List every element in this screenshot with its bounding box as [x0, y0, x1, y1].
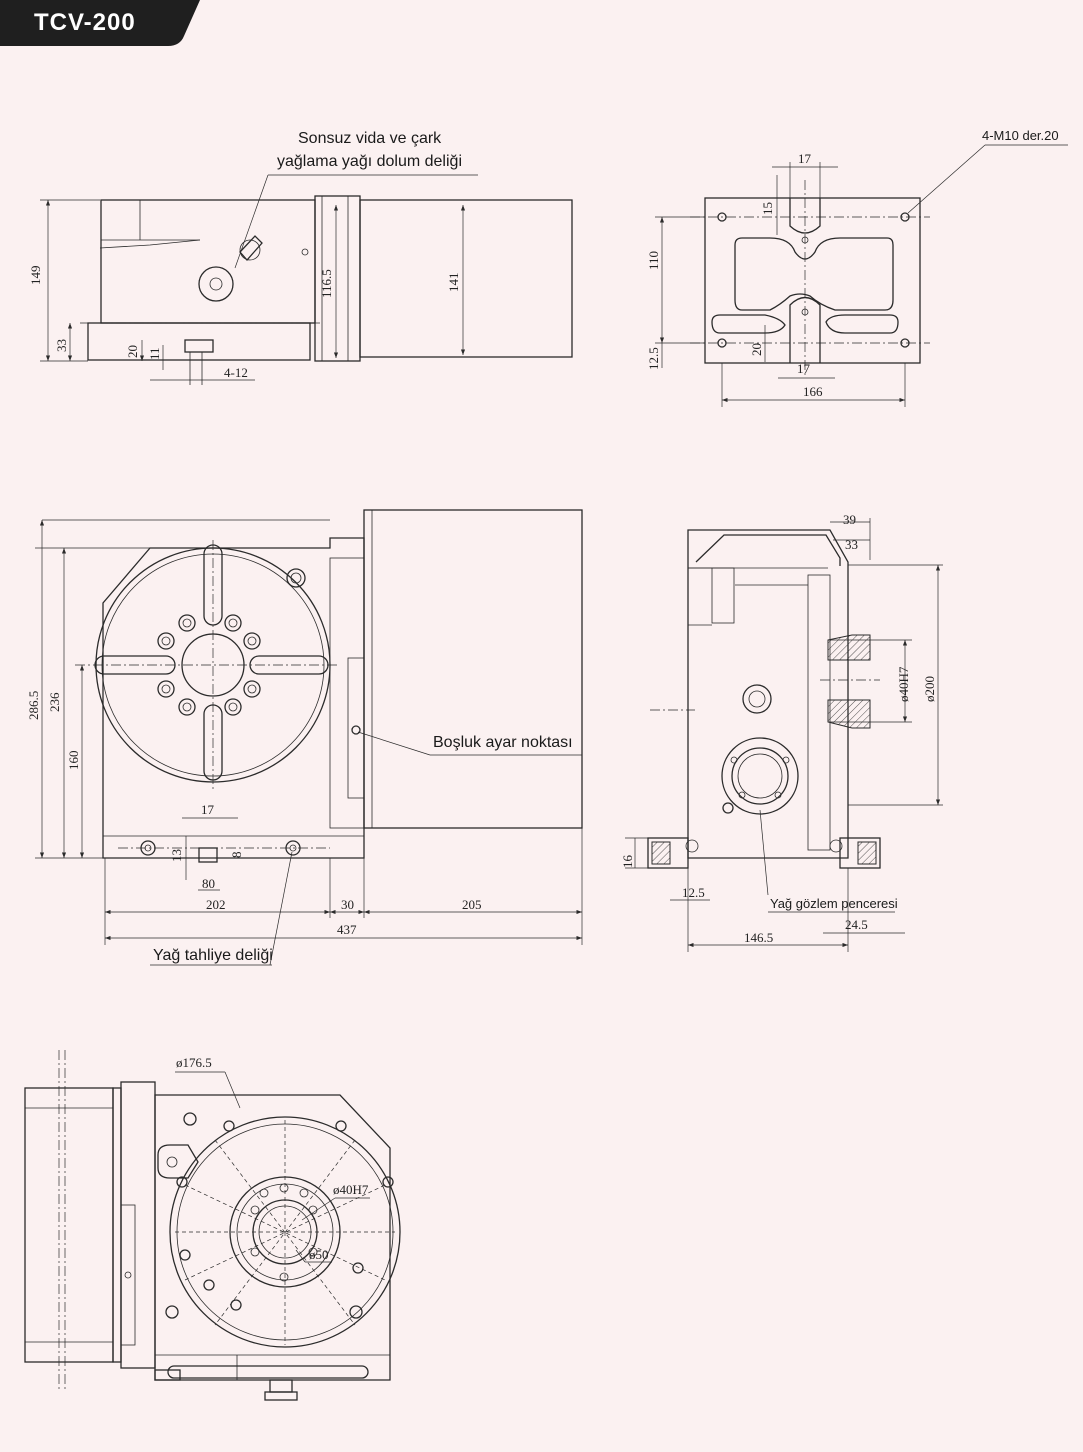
- dim-149: 149: [28, 266, 43, 286]
- note-backlash: Boşluk ayar noktası: [433, 734, 573, 751]
- dim-20: 20: [125, 345, 140, 358]
- dim-146-5: 146.5: [744, 930, 773, 945]
- dim-8: 8: [229, 852, 244, 859]
- top-view: ø176.5 ø40H7 ø50: [24, 1050, 401, 1401]
- dim-202: 202: [206, 897, 226, 912]
- dim-17-bottom: 17: [797, 361, 811, 376]
- dim-11: 11: [147, 347, 162, 360]
- dim-17-top: 17: [798, 151, 812, 166]
- model-title: TCV-200: [34, 9, 136, 36]
- dim-24-5: 24.5: [845, 917, 868, 932]
- bottom-view: 17 15 110 12.5 20 17 166 4-M10 der.20: [646, 128, 1068, 407]
- dim-16: 16: [620, 855, 635, 869]
- title-tab: TCV-200: [0, 0, 200, 48]
- dim-4-12: 4-12: [224, 365, 248, 380]
- dim-80: 80: [202, 876, 215, 891]
- dim-33-section: 33: [845, 537, 858, 552]
- dim-160: 160: [66, 751, 81, 771]
- dim-116-5: 116.5: [319, 269, 334, 298]
- side-view: 149 33 20 11 4-12 116.5 141 Sonsuz vida …: [28, 130, 573, 385]
- dim-30: 30: [341, 897, 354, 912]
- dim-39: 39: [843, 512, 856, 527]
- dim-176-5: ø176.5: [176, 1055, 212, 1070]
- note-oil-window: Yağ gözlem penceresi: [770, 896, 898, 911]
- note-lube-fill-line1: Sonsuz vida ve çark: [298, 130, 442, 147]
- dim-141: 141: [446, 273, 461, 293]
- title-tab-shape: [0, 0, 200, 46]
- dim-40h7-section: ø40H7: [896, 666, 911, 702]
- dim-50: ø50: [309, 1247, 329, 1262]
- dim-12-5-section: 12.5: [682, 885, 705, 900]
- dim-17-front: 17: [201, 802, 215, 817]
- note-thread-holes: 4-M10 der.20: [982, 128, 1059, 143]
- dim-110: 110: [646, 251, 661, 270]
- dim-33: 33: [54, 339, 69, 352]
- section-view: 39 33 ø40H7 ø200 16 12.5 146.5 24.5: [620, 512, 943, 952]
- dim-200: ø200: [922, 676, 937, 702]
- front-view: 286.5 236 160 17 13 8 80 202 30 205 437: [26, 509, 583, 966]
- dim-20-bottom: 20: [749, 343, 764, 356]
- note-oil-drain: Yağ tahliye deliği: [153, 947, 273, 964]
- dim-236: 236: [47, 692, 62, 712]
- dim-286-5: 286.5: [26, 691, 41, 720]
- dim-12-5: 12.5: [646, 347, 661, 370]
- note-lube-fill-line2: yağlama yağı dolum deliği: [277, 153, 462, 170]
- dim-13: 13: [169, 849, 184, 862]
- dim-205: 205: [462, 897, 482, 912]
- dim-166: 166: [803, 384, 823, 399]
- dim-437: 437: [337, 922, 357, 937]
- dim-40h7-top: ø40H7: [333, 1182, 369, 1197]
- dim-15: 15: [760, 202, 775, 215]
